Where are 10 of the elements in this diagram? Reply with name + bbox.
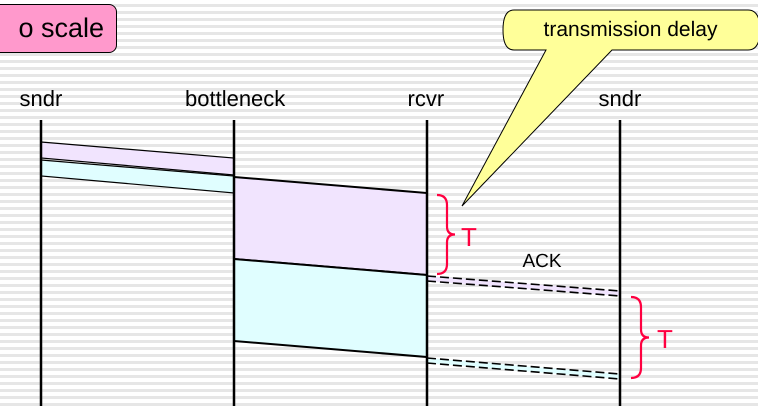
badge-text: o scale [18, 13, 104, 44]
title-badge [0, 4, 117, 53]
lane-label: bottleneck [185, 88, 286, 110]
interval-label: T [461, 224, 477, 250]
ack-label: ACK [522, 252, 562, 271]
callout-text: transmission delay [544, 18, 718, 42]
lane-label: rcvr [408, 88, 444, 110]
lane-label: sndr [598, 88, 642, 110]
interval-label: T [657, 326, 673, 352]
lane-label: sndr [20, 88, 62, 110]
